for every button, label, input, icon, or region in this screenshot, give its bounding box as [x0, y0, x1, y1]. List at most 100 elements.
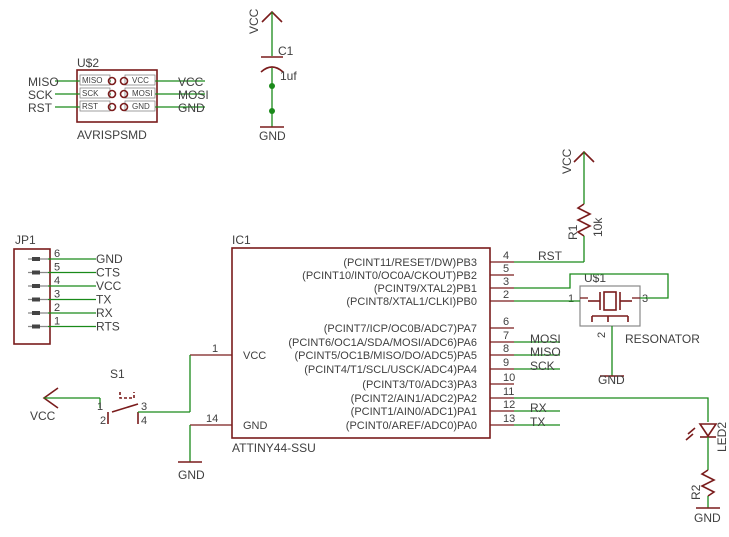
s1-pin4: 4: [141, 415, 147, 427]
u2-name: AVRISPSMD: [77, 128, 147, 142]
ic1-net-label: MISO: [530, 345, 561, 359]
jp1-net-label: GND: [96, 252, 123, 266]
jp1-pin-num: 4: [54, 275, 60, 287]
ic1-pin-label: (PCINT5/OC1B/MISO/DO/ADC5)PA5: [294, 350, 477, 362]
u1-ground-label: GND: [598, 373, 625, 387]
ic1-pin-label: (PCINT4/T1/SCL/USCK/ADC4)PA4: [304, 364, 477, 376]
pin-square-icon: [32, 284, 40, 288]
jp1-pin-num: 1: [54, 316, 60, 328]
r1-supply-label: VCC: [560, 148, 574, 174]
u2-net-sck: SCK: [28, 88, 53, 102]
junction-dot: [269, 83, 275, 89]
ic1-pin-label: (PCINT3/T0/ADC3)PA3: [362, 379, 477, 391]
led2-ground-label: GND: [694, 511, 721, 525]
pad-icon: [79, 87, 111, 99]
pad-icon: [124, 87, 156, 99]
r1-ref: R1: [566, 224, 580, 240]
ic1-pin-label: (PCINT8/XTAL1/CLKI)PB0: [346, 296, 477, 308]
resistor-zigzag-icon: [576, 203, 592, 237]
ic1-net-label: TX: [530, 415, 545, 429]
isp-header-u2: U$2 AVRISPSMD MISO SCK RST VCC MOSI GND …: [28, 56, 209, 142]
u2-ref: U$2: [77, 56, 99, 70]
led-arrows-icon: [685, 427, 696, 441]
pad-icon: [124, 100, 156, 112]
jp1-net-label: TX: [96, 293, 111, 307]
ic1-pin-number: 13: [503, 413, 515, 425]
resistor-zigzag-icon: [700, 469, 716, 497]
r1-value: 10k: [591, 217, 605, 237]
pin-square-icon: [32, 270, 40, 275]
u2-pin-miso: MISO: [82, 76, 102, 85]
u2-pin-gnd: GND: [132, 102, 150, 111]
ic1-pin-number: 9: [503, 357, 509, 369]
pin-circle-icon: [107, 102, 117, 112]
ic1-pin-label: (PCINT0/AREF/ADC0)PA0: [346, 420, 477, 432]
ic1-pin-label: (PCINT10/INT0/OC0A/CKOUT)PB2: [302, 270, 477, 282]
ic1-ground-label: GND: [178, 468, 205, 482]
ic1-gnd-pin-num: 14: [206, 413, 218, 425]
u2-body: [76, 69, 158, 123]
crystal-icon: [603, 291, 617, 311]
ic1-pin-label: (PCINT9/XTAL2)PB1: [374, 283, 477, 295]
led-wire: [514, 397, 709, 422]
jp1-net-label: CTS: [96, 266, 120, 280]
c1-value: 1uf: [280, 69, 297, 83]
pin-circle-icon: [107, 89, 117, 99]
ic1-pin-label: (PCINT11/RESET/DW)PB3: [343, 257, 477, 269]
switch-actuator-icon: [119, 392, 135, 399]
c1-ref: C1: [278, 44, 294, 58]
r1-net: RST: [538, 249, 563, 263]
s1-supply-label: VCC: [30, 409, 56, 423]
ic1-vcc-pin-num: 1: [212, 343, 218, 355]
jp1-pin-num: 6: [54, 248, 60, 260]
pin-circle-icon: [107, 76, 117, 86]
u1-body: [579, 285, 641, 327]
pin-circle-icon: [119, 89, 129, 99]
u2-net-miso: MISO: [28, 75, 59, 89]
u2-net-rst: RST: [28, 101, 53, 115]
u1-pin2-num: 2: [596, 332, 608, 338]
ic1-pin-label: (PCINT7/ICP/OC0B/ADC7)PA7: [324, 323, 477, 335]
led-icon: [698, 423, 718, 438]
ic1-pin-number: 12: [503, 399, 515, 411]
ic1-pin-label: (PCINT2/AIN1/ADC2)PA2: [351, 393, 477, 405]
ic1-pin-label: (PCINT1/AIN0/ADC1)PA1: [351, 406, 477, 418]
ic1-pin-label: (PCINT6/OC1A/SDA/MOSI/ADC6)PA6: [288, 337, 477, 349]
ic1-ground: GND: [178, 425, 205, 482]
resistor-r1: VCC R1 10k RST: [538, 148, 605, 263]
pad-icon: [79, 74, 111, 86]
ic1-pin-number: 2: [503, 289, 509, 301]
ic1-pin-number: 5: [503, 263, 509, 275]
jp1-pin-num: 2: [54, 302, 60, 314]
ic1-pin-number: 11: [503, 386, 514, 398]
junction-dot: [269, 108, 275, 114]
ic1-vcc-label: VCC: [243, 350, 266, 362]
ic1-pin-number: 7: [503, 330, 509, 342]
u2-pin-rst: RST: [82, 102, 98, 111]
switch-s1: S1 VCC 1 2 3 4: [30, 355, 191, 427]
ic1-pin-number: 3: [503, 276, 509, 288]
u2-pin-mosi: MOSI: [132, 89, 152, 98]
u1-pin1-num: 1: [568, 293, 574, 305]
ic1-pin-number: 10: [503, 372, 515, 384]
pad-icon: [124, 74, 156, 86]
s1-pin2: 2: [100, 415, 106, 427]
ic-attiny44: IC1 ATTINY44-SSU VCC GND 1 14 (PCINT11/R…: [190, 233, 561, 455]
pin-circle-icon: [119, 76, 129, 86]
pad-icon: [79, 100, 111, 112]
resonator-u1: U$1 1 3 2 RESONATOR GND: [514, 271, 700, 387]
u2-net-vcc: VCC: [178, 75, 204, 89]
switch-lever-icon: [111, 403, 139, 413]
pin-square-icon: [32, 297, 40, 302]
led2-circuit: LED2 R2 GND: [514, 397, 729, 525]
s1-ref: S1: [110, 367, 125, 381]
capacitor-c1: VCC C1 1uf GND: [247, 8, 297, 143]
ic1-pin-number: 8: [503, 343, 509, 355]
u1-pin3-num: 3: [642, 293, 648, 305]
xtal2-wire: [514, 273, 669, 299]
jp1-ref: JP1: [15, 233, 36, 247]
pin-square-icon: [32, 324, 40, 329]
u2-pin-sck: SCK: [82, 89, 99, 98]
